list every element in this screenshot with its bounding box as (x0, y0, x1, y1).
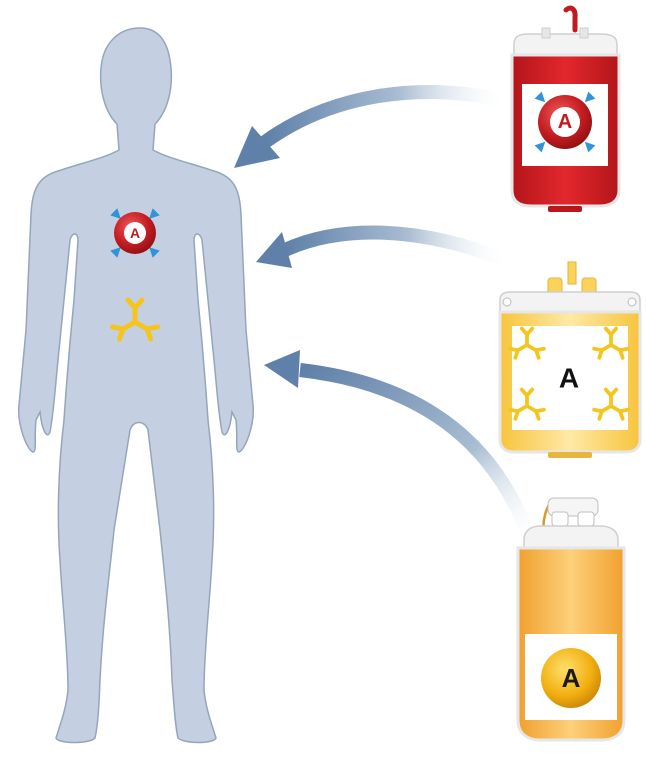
red-cell-bag-label: A (558, 111, 572, 133)
plasma-bag-label: A (559, 363, 579, 394)
human-body-silhouette (19, 28, 254, 743)
platelet-bag-icon: A (541, 648, 601, 708)
plasma-bag: A (500, 262, 640, 458)
arrow-from-plasma-bag (256, 232, 510, 268)
platelet-bag-label: A (562, 663, 581, 693)
arrow-from-platelet-bag (264, 350, 532, 545)
red-cell-bag: A (512, 8, 619, 212)
arrow-from-red-cell-bag (234, 92, 510, 168)
body-antigen-label: A (130, 225, 140, 241)
red-cell-bag-antigen: A (535, 92, 596, 153)
body-red-cell-antigen: A (110, 208, 159, 257)
platelet-bag: A (518, 498, 624, 740)
